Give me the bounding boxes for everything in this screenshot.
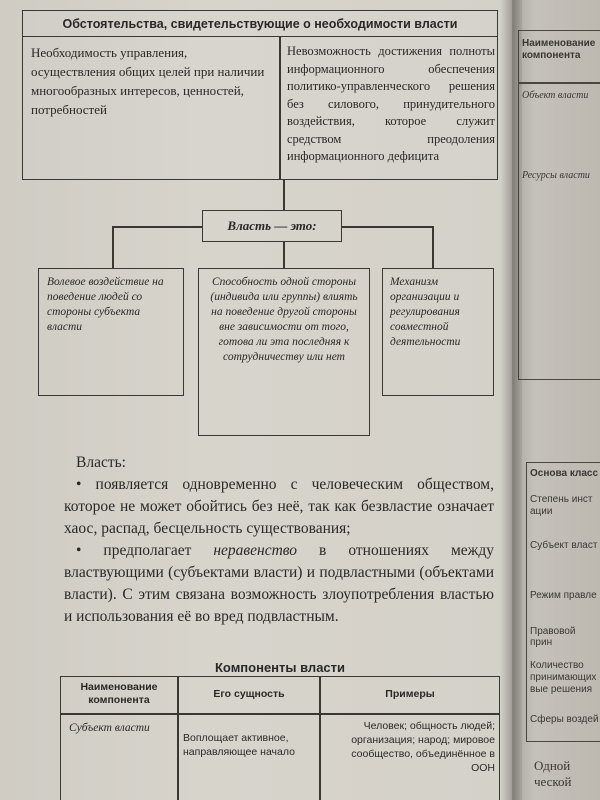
branch-right-v <box>432 226 434 268</box>
table-header-border <box>61 713 499 715</box>
left-page: Обстоятельства, свидетельствующие о необ… <box>0 0 512 800</box>
definition-title: Власть — это: <box>227 218 317 233</box>
bullet-2-pre: • предполагает <box>76 542 214 559</box>
rp-table1-header: Наименование компонента <box>522 38 596 61</box>
body-text: Власть: • появляется одновременно с чело… <box>64 452 494 628</box>
rp-row-2: Субъект власт <box>530 540 598 551</box>
power-heading: Власть: <box>76 454 126 471</box>
bullet-2-emphasis: неравенство <box>213 542 298 559</box>
table-row-name: Субъект власти <box>69 722 150 734</box>
rp-row-3: Режим правле <box>530 590 597 601</box>
branch-mid-v <box>283 242 285 268</box>
circumstances-right: Невозможность достижения полноты информа… <box>287 44 495 163</box>
bullet-2-post: в отношениях между властвующими (субъект… <box>64 542 494 625</box>
definition-box: Власть — это: <box>202 210 342 242</box>
rp-row-5: Количество принимающих вые решения <box>530 660 597 695</box>
rp-table1-header-border <box>518 82 600 84</box>
definition-item-1: Волевое воздействие на поведение людей с… <box>38 268 184 396</box>
bullet-1: • появляется одновременно с человеческим… <box>64 476 494 537</box>
branch-left-v <box>112 226 114 268</box>
rp-bottom-text: Одной ческой <box>534 758 572 789</box>
circumstances-left: Необходимость управления, осуществления … <box>31 45 265 117</box>
definition-item-3-text: Механизм организации и регулирования сов… <box>390 276 461 348</box>
table-row-examples: Человек; общность людей; организация; на… <box>351 720 495 774</box>
table-header-essence: Его сущность <box>213 688 285 700</box>
table-header-examples: Примеры <box>385 688 435 700</box>
definition-item-1-text: Волевое воздействие на поведение людей с… <box>47 276 164 333</box>
connector-top <box>283 180 285 210</box>
rp-row-4: Правовой прин <box>530 626 576 648</box>
branch-left-h <box>112 226 202 228</box>
definition-item-2-text: Способность одной стороны (индивида или … <box>210 276 358 363</box>
table-col-divider-2 <box>319 677 321 800</box>
rp-table1 <box>518 30 600 380</box>
rp-table2-header: Основа класс <box>530 468 599 479</box>
table-header-name: Наименование компонента <box>80 681 158 706</box>
circumstances-box: Обстоятельства, свидетельствующие о необ… <box>22 10 498 180</box>
branch-right-h <box>342 226 432 228</box>
rp-table2 <box>526 462 600 742</box>
right-page: Наименование компонента Объект власти Ре… <box>512 0 600 800</box>
table-col-divider-1 <box>177 677 179 800</box>
bullet-2: • предполагает неравенство в отношениях … <box>64 540 494 628</box>
rp-item-object: Объект власти <box>522 90 589 101</box>
rp-row-1: Степень инст ации <box>530 494 593 517</box>
definition-item-3: Механизм организации и регулирования сов… <box>382 268 494 396</box>
book-gutter <box>500 0 522 800</box>
definition-item-2: Способность одной стороны (индивида или … <box>198 268 370 436</box>
table-row-essence: Воплощает активное, направляющее начало <box>183 732 295 758</box>
rp-row-6: Сферы воздей <box>530 714 599 725</box>
components-table: Наименование компонента Его сущность При… <box>60 676 500 800</box>
circumstances-divider <box>279 37 281 179</box>
table-title: Компоненты власти <box>214 660 346 675</box>
circumstances-title: Обстоятельства, свидетельствующие о необ… <box>23 11 497 37</box>
rp-item-resources: Ресурсы власти <box>522 170 590 181</box>
